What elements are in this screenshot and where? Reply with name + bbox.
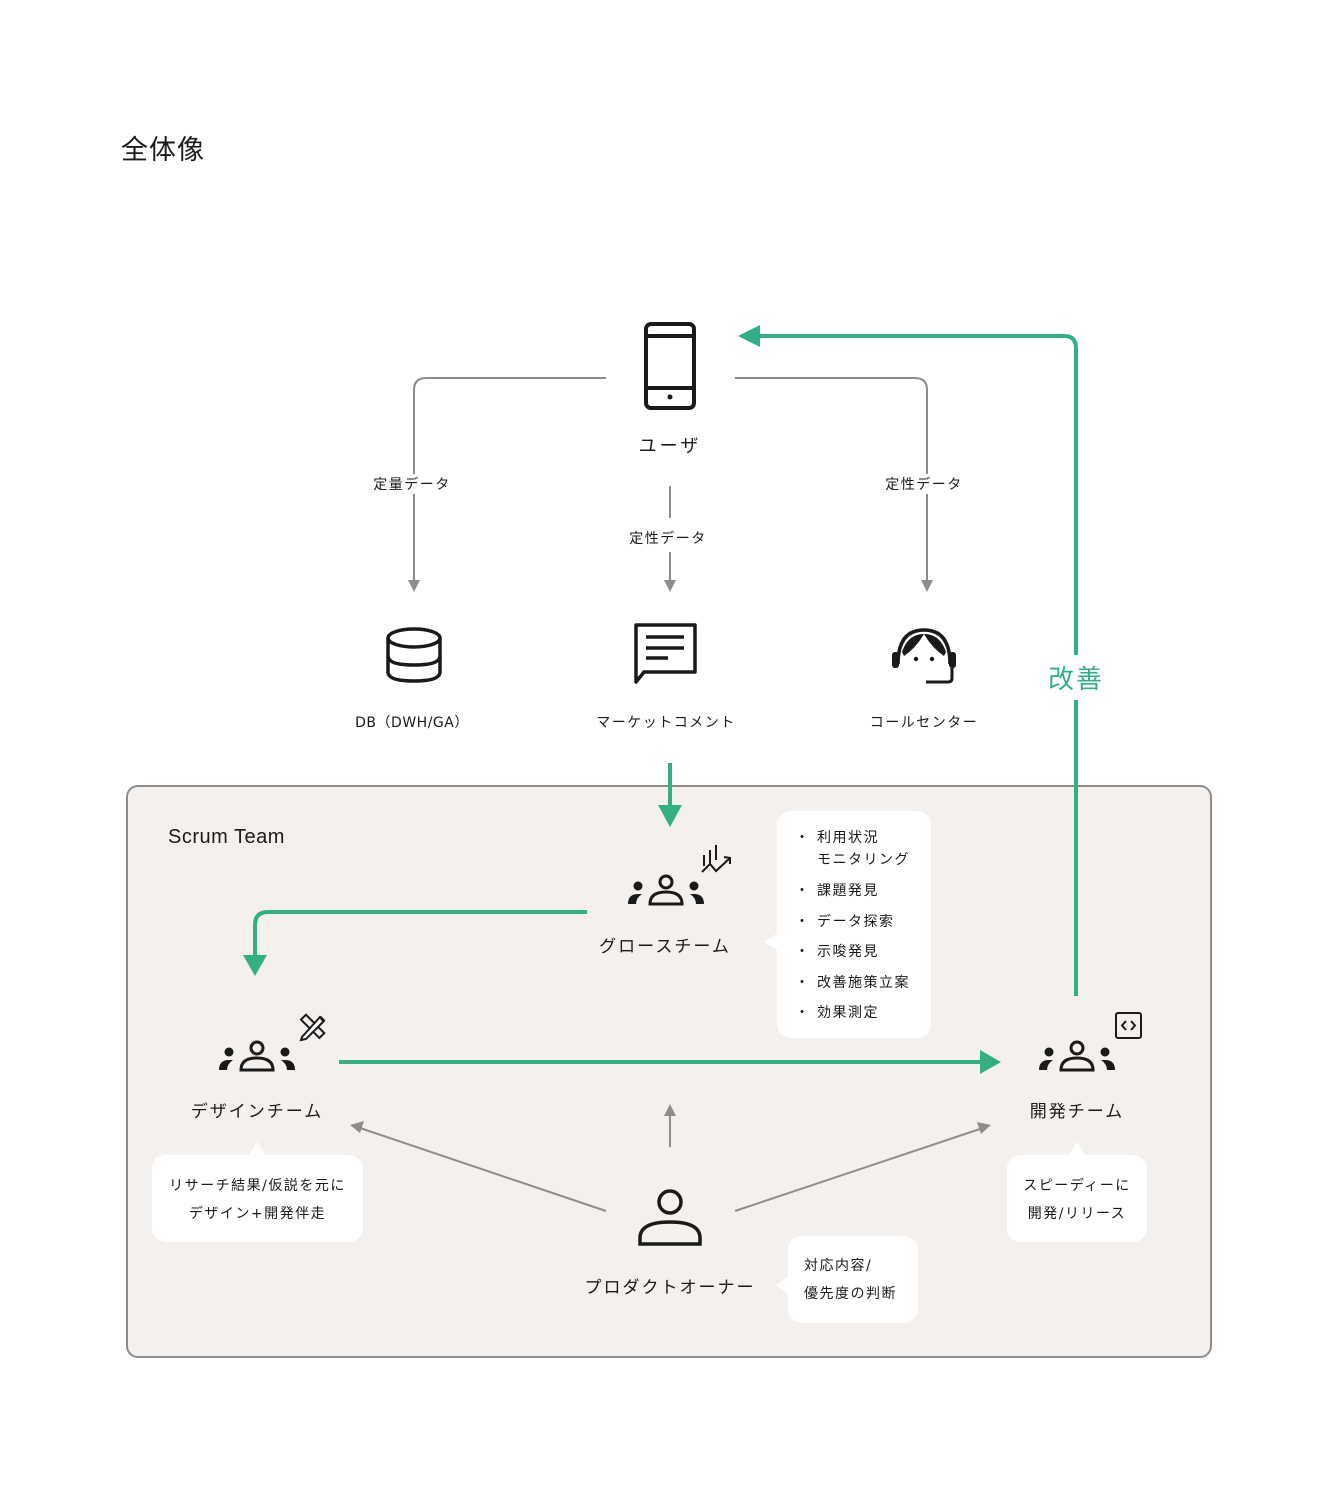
task-item: データ探索 bbox=[795, 911, 931, 933]
scrum-team-container bbox=[126, 785, 1212, 1358]
code-icon bbox=[1115, 1012, 1142, 1039]
dev-team-note-bubble: スピーディーに 開発/リリース bbox=[1007, 1142, 1147, 1242]
dev-team-note-line2: 開発/リリース bbox=[1027, 1206, 1127, 1222]
product-owner-note-bubble: 対応内容/ 優先度の判断 bbox=[775, 1236, 918, 1323]
user-label: ユーザ bbox=[638, 436, 702, 457]
po-to-dev-connector bbox=[734, 1128, 981, 1212]
dev-team-icon bbox=[1039, 1040, 1115, 1072]
flow-label-qualitative-market: 定性データ bbox=[625, 528, 711, 548]
po-to-design-connector bbox=[359, 1127, 607, 1212]
product-owner-note-line2: 優先度の判断 bbox=[804, 1286, 897, 1302]
ruler-pencil-icon bbox=[299, 1013, 326, 1042]
bubble-tail bbox=[1068, 1142, 1086, 1156]
growth-team-task-list: 利用状況 モニタリング 課題発見 データ探索 示唆発見 改善施策立案 効果測定 bbox=[795, 827, 931, 1024]
source-label-market-comment: マーケットコメント bbox=[592, 712, 740, 732]
growth-team-label: グロースチーム bbox=[599, 937, 731, 957]
design-team-label: デザインチーム bbox=[190, 1102, 324, 1122]
task-item: 効果測定 bbox=[795, 1002, 931, 1024]
task-item: 改善施策立案 bbox=[795, 972, 931, 994]
design-team-icon bbox=[219, 1040, 295, 1072]
growth-to-design-arrowhead bbox=[243, 955, 267, 976]
po-to-dev-arrowhead bbox=[977, 1122, 991, 1134]
operator-headset-icon bbox=[892, 628, 956, 684]
feedback-label: 改善 bbox=[1047, 655, 1105, 700]
smartphone-icon bbox=[644, 322, 696, 410]
feedback-arrowhead bbox=[738, 325, 760, 347]
product-owner-label: プロダクトオーナー bbox=[584, 1278, 756, 1298]
growth-team-icon bbox=[628, 874, 704, 906]
chart-trend-icon bbox=[701, 845, 731, 873]
task-item: 課題発見 bbox=[795, 880, 931, 902]
comment-icon bbox=[634, 623, 697, 684]
growth-to-design-arrow-line bbox=[253, 910, 587, 958]
arrowhead-to-callcenter bbox=[921, 580, 933, 592]
dev-team-label: 開発チーム bbox=[1029, 1102, 1125, 1122]
growth-team-tasks-bubble: 利用状況 モニタリング 課題発見 データ探索 示唆発見 改善施策立案 効果測定 bbox=[764, 811, 931, 1038]
scrum-team-title: Scrum Team bbox=[168, 826, 285, 848]
bubble-tail bbox=[764, 933, 778, 951]
po-to-design-arrowhead bbox=[350, 1121, 364, 1133]
market-to-growth-arrowhead bbox=[658, 805, 682, 827]
dev-team-note-line1: スピーディーに bbox=[1023, 1178, 1131, 1194]
task-item: 利用状況 モニタリング bbox=[795, 827, 931, 871]
feedback-arrow-line bbox=[758, 334, 1078, 996]
design-to-dev-arrowhead bbox=[980, 1050, 1001, 1074]
flow-label-qualitative-callcenter: 定性データ bbox=[881, 474, 967, 494]
source-label-call-center: コールセンター bbox=[865, 712, 983, 732]
product-owner-note-line1: 対応内容/ bbox=[804, 1258, 873, 1274]
bubble-tail bbox=[248, 1142, 266, 1156]
flow-label-quantitative: 定量データ bbox=[369, 474, 455, 494]
task-item: 示唆発見 bbox=[795, 941, 931, 963]
connector-user-to-callcenter bbox=[735, 377, 928, 584]
design-team-note-bubble: リサーチ結果/仮説を元に デザイン+開発伴走 bbox=[152, 1142, 363, 1242]
database-icon bbox=[386, 627, 442, 683]
design-team-note-line2: デザイン+開発伴走 bbox=[188, 1206, 327, 1222]
person-icon bbox=[638, 1189, 702, 1246]
connector-user-to-db bbox=[413, 377, 606, 584]
po-to-growth-arrowhead bbox=[664, 1104, 676, 1116]
source-label-db: DB（DWH/GA） bbox=[351, 712, 473, 732]
arrowhead-to-db bbox=[408, 580, 420, 592]
design-team-note-line1: リサーチ結果/仮説を元に bbox=[169, 1178, 346, 1194]
arrowhead-to-market bbox=[664, 580, 676, 592]
page-title: 全体像 bbox=[121, 135, 205, 166]
bubble-tail bbox=[775, 1276, 789, 1294]
